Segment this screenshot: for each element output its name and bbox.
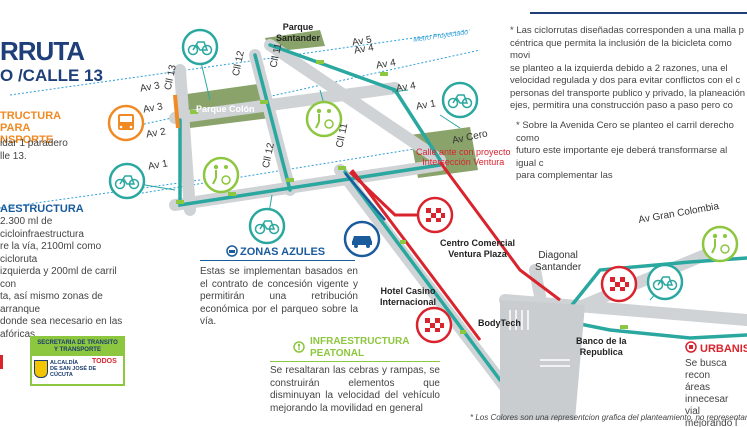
- label-banco: Banco de la Republica: [576, 336, 627, 357]
- page-title: RRUTA: [0, 36, 85, 66]
- right-divider: [530, 12, 747, 14]
- taxi-icon: [416, 196, 454, 234]
- peatonal-rule: [270, 361, 440, 362]
- label-hotel: Hotel Casino Internacional: [380, 286, 437, 307]
- urbanismo-heading: URBANISM: [700, 343, 747, 355]
- bicycle-icon: [646, 263, 684, 301]
- infra-text: 2.300 ml de cicloinfraestructura re la v…: [0, 216, 123, 340]
- urbanismo-text: Se busca recon áreas innecesar vial mejo…: [685, 358, 738, 427]
- cucuta-shield-icon: [34, 360, 48, 378]
- urbanismo-small-icon: [685, 341, 697, 353]
- zonas-azules-heading: ZONAS AZULES: [240, 246, 326, 258]
- zona-azul-small-icon: [226, 245, 238, 257]
- bicycle-icon: [441, 81, 479, 119]
- bus-stop-icon: [107, 104, 145, 142]
- footer-note: * Los Colores son una representcion graf…: [470, 413, 747, 422]
- peatonal-text: Se resaltaran las cebras y rampas, se co…: [270, 365, 440, 414]
- pedestrian-accessibility-icon: [305, 100, 343, 138]
- car-icon: [343, 220, 381, 258]
- label-centro-comercial: Centro Comercial Ventura Plaza: [440, 238, 516, 259]
- red-marker: [0, 355, 10, 369]
- page-subtitle: O /CALLE 13: [0, 66, 103, 85]
- bicycle-icon: [108, 162, 146, 200]
- taxi-icon: [415, 306, 453, 344]
- peatonal-heading: INFRAESTRUCTURA PEATONAL: [310, 336, 410, 359]
- todos-logo: TODOS: [92, 358, 117, 365]
- pedestrian-accessibility-icon: [202, 156, 240, 194]
- label-bodytech: BodyTech: [478, 318, 521, 328]
- label-interseccion: Calle ante con proyecto Intersección Ven…: [416, 147, 511, 167]
- pedestrian-marks: [176, 60, 628, 334]
- right-text-1: * Las ciclorrutas diseñadas corresponden…: [510, 25, 746, 111]
- bicycle-icon: [248, 207, 286, 245]
- peatonal-small-icon: [293, 341, 305, 353]
- transport-heading: TRUCTURA PARA NSPORTE: [0, 110, 61, 146]
- infra-heading: AESTRUCTURA: [0, 203, 84, 215]
- label-parque-colon: Parque Colón: [196, 104, 255, 114]
- bicycle-icon: [181, 28, 219, 66]
- alcaldia-label: ALCALDÍA DE SAN JOSÉ DE CÚCUTA: [50, 360, 97, 378]
- label-parque-santander: Parque Santander: [276, 22, 321, 43]
- pedestrian-accessibility-icon: [701, 225, 739, 263]
- crosswalk-marks: [509, 310, 570, 367]
- bus-lanes: [348, 161, 561, 341]
- transit-segment: [173, 94, 180, 129]
- label-diagonal: Diagonal Santander: [535, 250, 582, 273]
- zona-azul-lane: [344, 172, 386, 221]
- zonas-azules-rule: [200, 260, 355, 261]
- right-text-2: * Sobre la Avenida Cero se planteo el ca…: [516, 120, 734, 181]
- zonas-azules-text: Estas se implementan basados en el contr…: [200, 266, 358, 327]
- transport-text: idar 1 paradero lle 13.: [0, 138, 68, 162]
- taxi-icon: [600, 265, 638, 303]
- secretaria-label: SECRETARIA DE TRANSITO Y TRANSPORTE: [32, 338, 123, 356]
